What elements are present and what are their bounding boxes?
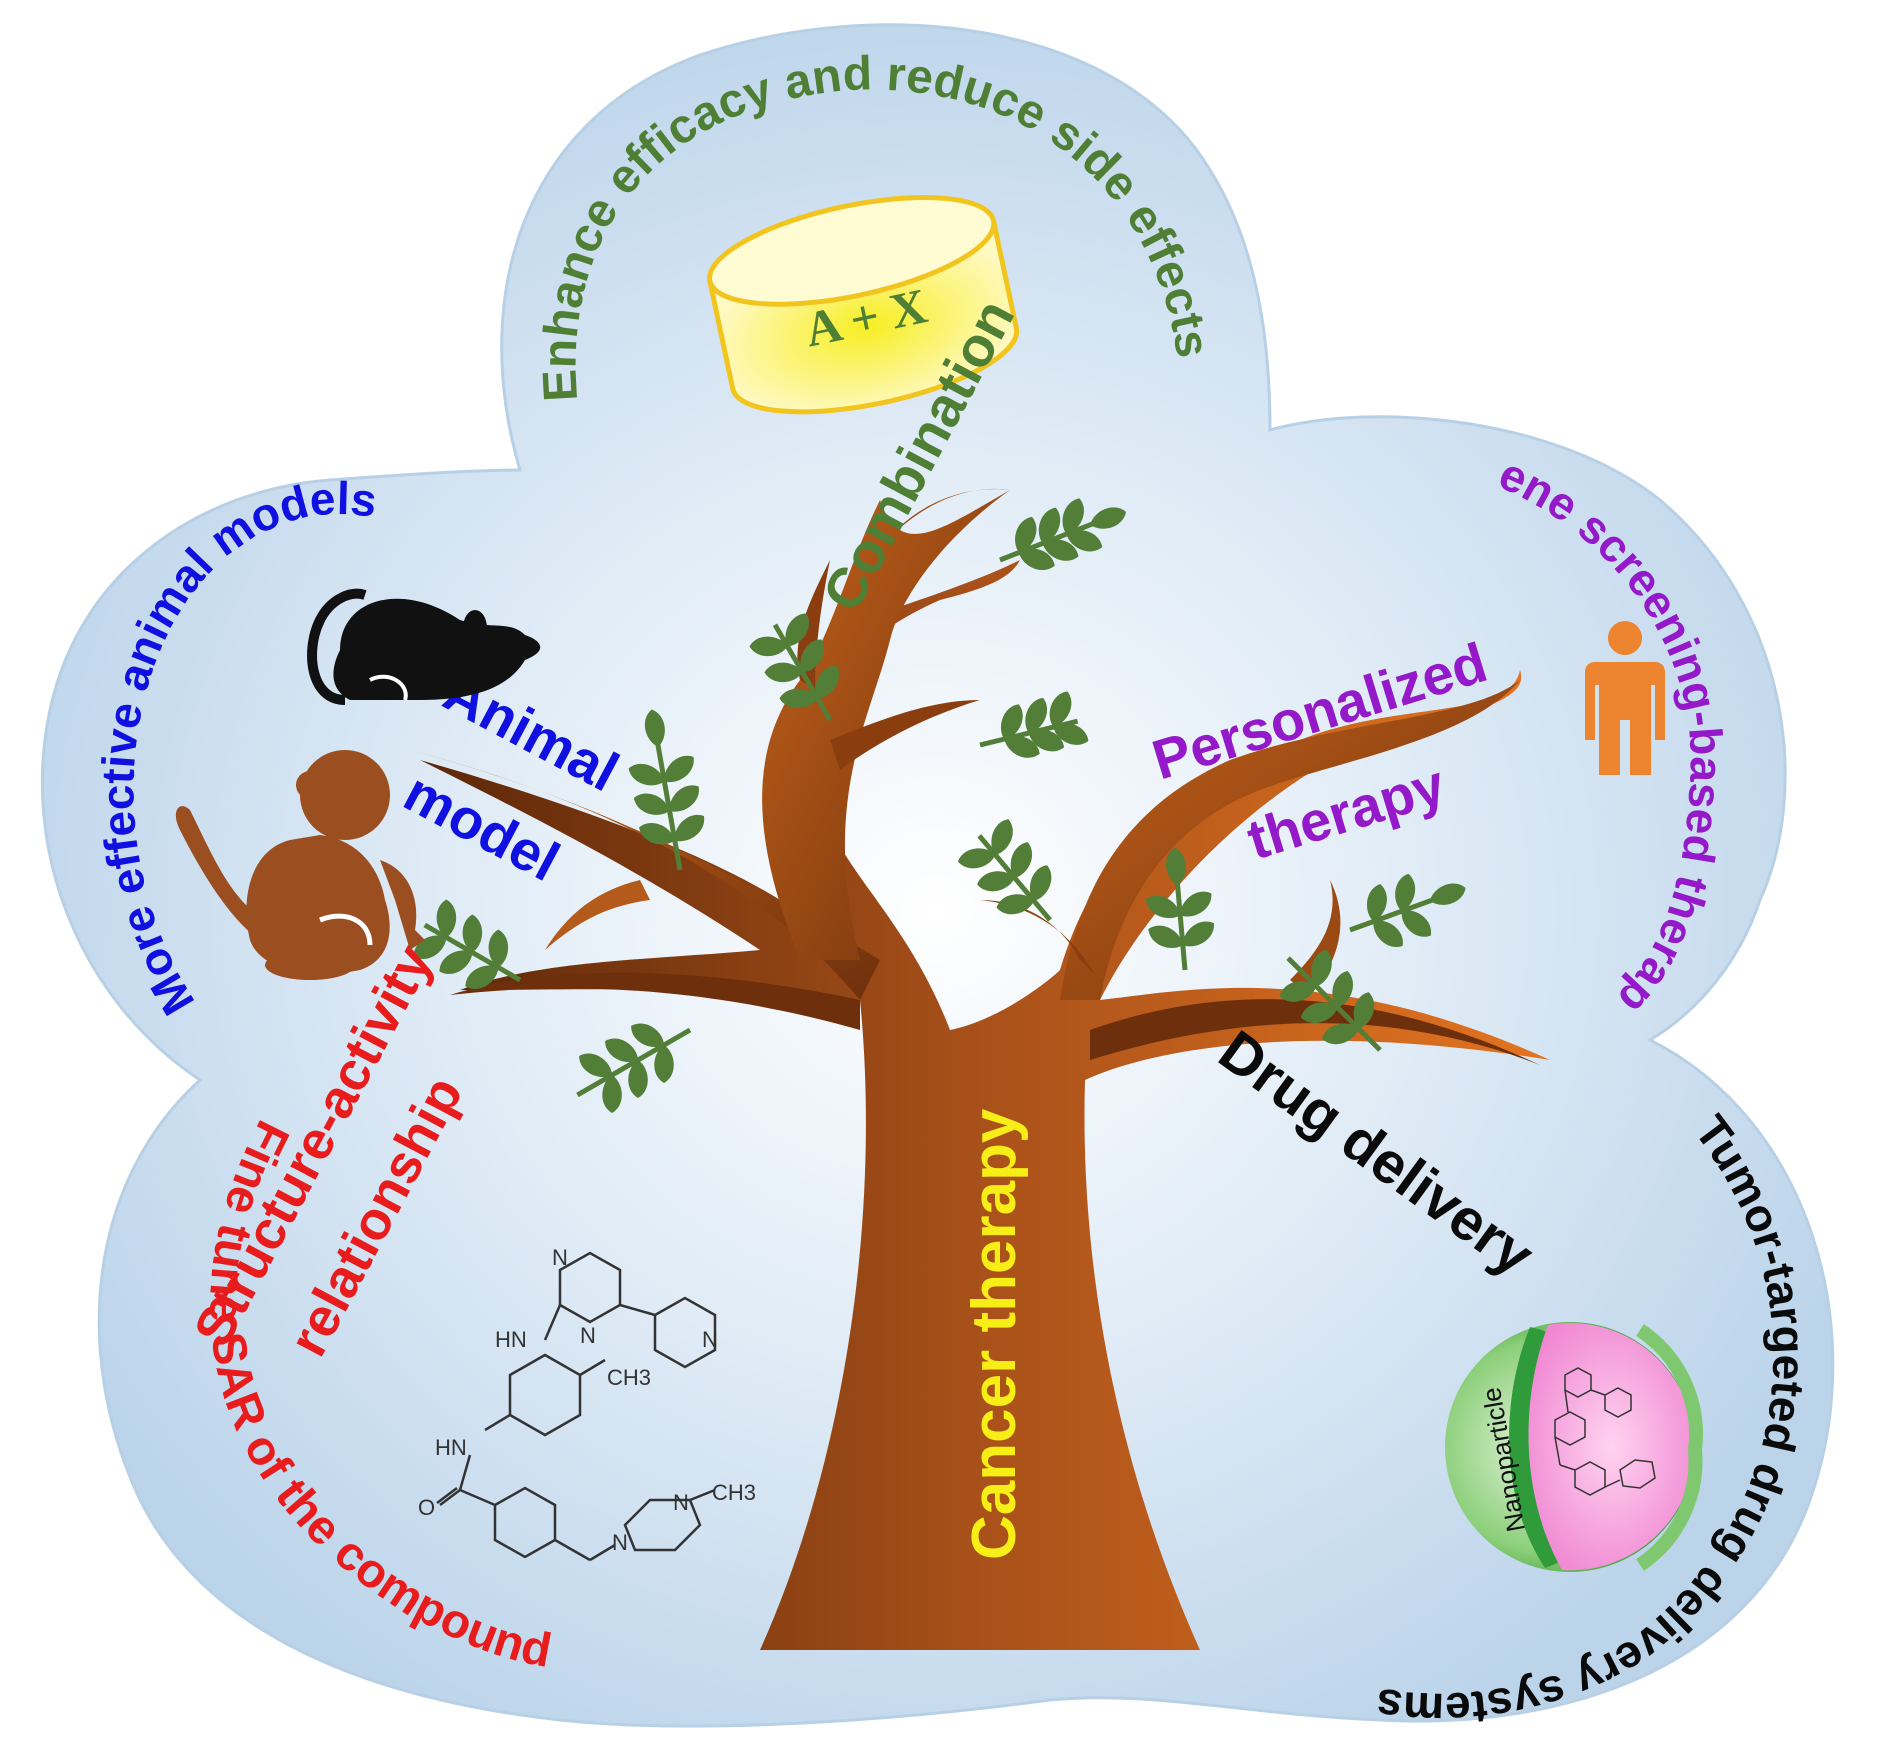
molecule-ch3-piperazine: CH3 <box>712 1480 756 1505</box>
molecule-icon <box>436 1251 717 1562</box>
mouse-icon <box>307 588 541 705</box>
molecule-oxygen: O <box>418 1495 435 1520</box>
molecule-ch3-aryl: CH3 <box>607 1365 651 1390</box>
branch-delivery <box>1090 999 1540 1065</box>
molecule-n-pyrimidine-1: N <box>552 1245 568 1270</box>
person-icon <box>1585 621 1665 775</box>
branch-personalized <box>1060 680 1520 1000</box>
branch-sar-twig <box>545 880 650 950</box>
combination-cylinder-icon: A + X <box>707 195 1020 415</box>
branch-combination <box>762 490 1010 960</box>
background-blob <box>40 23 1835 1728</box>
branch-left-lower <box>450 972 860 1030</box>
cancer-therapy-label: Cancer therapy <box>960 1108 1029 1560</box>
nanoparticle-icon: Nanoparticle <box>1445 1322 1703 1572</box>
monkey-icon <box>175 750 425 980</box>
molecule-nh-1: HN <box>495 1327 527 1352</box>
molecule-n-piperazine-1: N <box>612 1530 628 1555</box>
molecule-labels: HN N N N CH3 HN O N N CH3 <box>418 1245 756 1555</box>
molecule-n-pyrimidine-2: N <box>580 1323 596 1348</box>
molecule-nh-2: HN <box>435 1435 467 1460</box>
leaf-sprigs <box>408 495 1469 1113</box>
tree <box>410 488 1550 1651</box>
molecule-n-piperazine-2: N <box>673 1490 689 1515</box>
molecule-n-pyridine: N <box>702 1327 718 1352</box>
branch-combination-mid <box>830 700 980 770</box>
branch-right-twig <box>980 900 1095 975</box>
